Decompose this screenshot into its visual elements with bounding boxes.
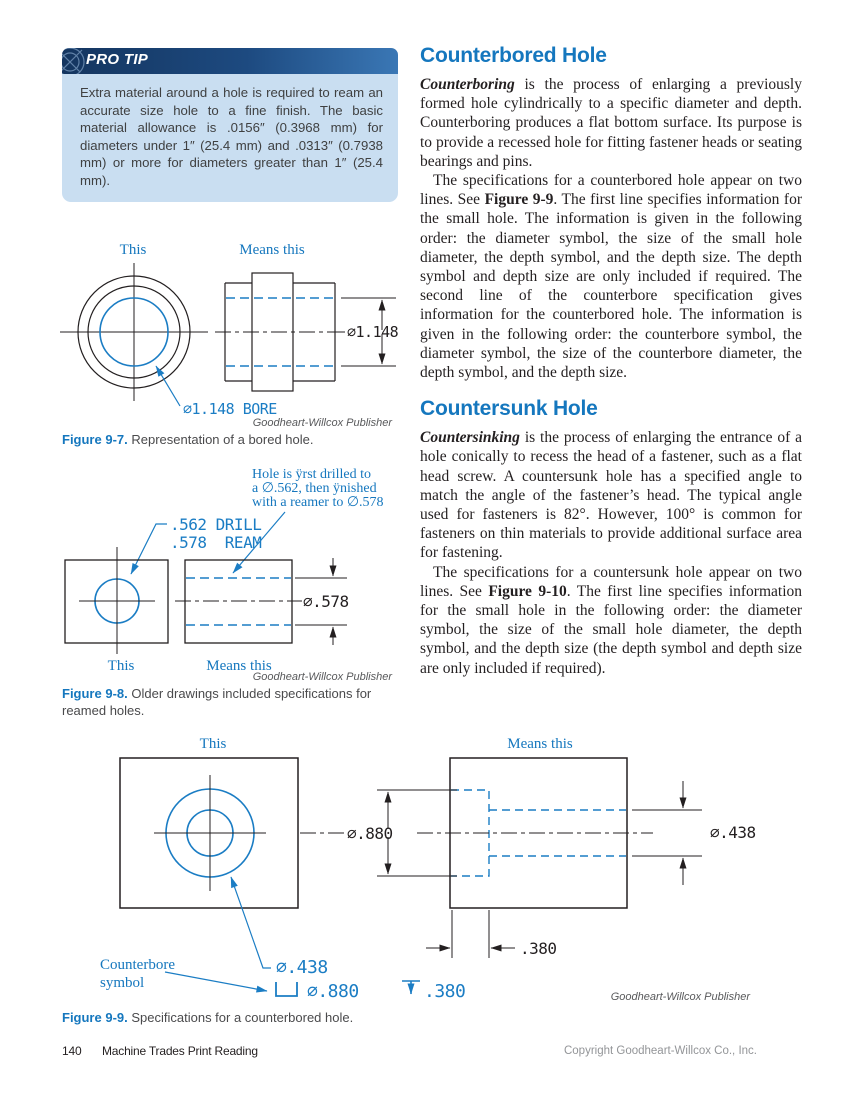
fig9-depth-text: .380: [520, 939, 557, 958]
fig7-credit: Goodheart-Willcox Publisher: [252, 417, 392, 429]
fig8-hidden-hole-lines: [186, 577, 291, 626]
svg-text:Hole is ÿrst drilled to: Hole is ÿrst drilled to: [252, 467, 371, 482]
heading-counterbored-hole: Counterbored Hole: [420, 44, 607, 67]
fig7-diameter-dimension: ∅1.148: [347, 323, 399, 341]
fig7-hidden-bore-lines: [226, 297, 334, 367]
counterbored-paragraph-1: Counterboring is the process of enlargin…: [420, 76, 802, 170]
fig7-bore-circle: [99, 297, 169, 367]
counterbore-symbol: [275, 982, 298, 997]
fig8-this-label: This: [108, 658, 135, 674]
figure-9-7-caption: Figure 9-7. Representation of a bored ho…: [62, 432, 314, 447]
figure-9-8-label: Figure 9-8.: [62, 686, 128, 701]
lead-term: Counterboring: [420, 76, 515, 93]
figure-9-7-drawing: This Means this ∅1.148 BORE ∅1.148: [60, 242, 399, 418]
fig8-diameter-dimension: ∅.578: [303, 592, 349, 611]
heading-countersunk-hole: Countersunk Hole: [420, 397, 598, 421]
fig7-bore-callout: ∅1.148 BORE: [183, 400, 277, 418]
fig7-this-label: This: [120, 242, 147, 258]
fig9-depth-dimension: [426, 910, 515, 958]
countersunk-paragraph-2: The specifications for a countersunk hol…: [420, 563, 803, 677]
fig9-front-view-outline: [119, 757, 299, 909]
pro-tip-banner: PRO TIP: [62, 48, 398, 74]
footer-left: 140 Machine Trades Print Reading: [62, 1044, 258, 1058]
fig7-front-view: [60, 263, 208, 401]
fig9-cbore-diameter-text: ∅.880: [347, 824, 393, 843]
svg-text:symbol: symbol: [100, 975, 144, 991]
footer-copyright: Copyright Goodheart-Willcox Co., Inc.: [563, 1045, 757, 1057]
pro-tip-box: PRO TIP Extra material around a hole is …: [62, 48, 398, 202]
article-column: Counterbored Hole Counterboring is the p…: [420, 44, 802, 678]
fig8-callout-leader: [130, 523, 167, 575]
fig8-means-this-label: Means this: [206, 658, 272, 674]
book-title: Machine Trades Print Reading: [102, 1044, 258, 1058]
page-number: 140: [62, 1044, 82, 1058]
counterbore-label-arrow: [164, 971, 268, 993]
fig9-spec-line1: ∅.438: [276, 957, 328, 978]
figure-9-10-reference: Figure 9-10: [488, 582, 567, 600]
counterbored-paragraph-2: The specifications for a counterbored ho…: [420, 172, 802, 382]
svg-text:with a reamer to ∅.578: with a reamer to ∅.578: [252, 495, 384, 510]
fig9-spec-line2-depth: .380: [424, 981, 465, 1002]
fig8-crosshair: [79, 547, 155, 654]
depth-symbol: [402, 980, 420, 995]
lead-term: Countersinking: [420, 429, 520, 447]
countersunk-paragraph-1: Countersinking is the process of enlargi…: [420, 429, 802, 562]
figure-9-8-drawing: Hole is ÿrst drilled to a ∅.562, then ÿn…: [64, 467, 384, 674]
figure-9-9-label: Figure 9-9.: [62, 1010, 128, 1025]
fig9-means-this-label: Means this: [507, 736, 573, 752]
pro-tip-text: Extra material around a hole is required…: [62, 74, 398, 202]
fig8-dimension: [295, 558, 347, 645]
compass-gear-icon: [62, 48, 85, 74]
counterbore-symbol-label: Counterbore symbol: [100, 957, 175, 991]
fig9-crosshair: [154, 775, 266, 891]
svg-text:a ∅.562, then ÿnished: a ∅.562, then ÿnished: [252, 481, 377, 496]
pro-tip-label: PRO TIP: [86, 51, 149, 68]
fig8-ream-callout: .578 REAM: [170, 533, 261, 552]
fig8-credit: Goodheart-Willcox Publisher: [252, 671, 392, 683]
fig7-means-this-label: Means this: [239, 242, 305, 258]
fig7-dimension: [339, 297, 396, 367]
figure-9-9-reference: Figure 9-9: [484, 191, 554, 209]
fig9-hole-dimension: [632, 781, 702, 885]
figure-9-9-drawing: This Means this ∅.438 ∅.880 .380 Counter…: [100, 736, 756, 1002]
fig8-note-arrow: [232, 511, 286, 574]
fig9-cbore-dimension: [377, 789, 457, 877]
figure-9-9-caption: Figure 9-9. Specifications for a counter…: [62, 1010, 354, 1025]
fig8-annotation-note: Hole is ÿrst drilled to a ∅.562, then ÿn…: [252, 467, 384, 510]
fig8-drill-callout: .562 DRILL: [170, 515, 261, 534]
figure-9-7-label: Figure 9-7.: [62, 432, 128, 447]
fig9-spec-line2-diameter: ∅.880: [307, 981, 359, 1002]
fig9-credit: Goodheart-Willcox Publisher: [610, 991, 750, 1003]
fig7-leader-arrow: [155, 365, 181, 407]
fig9-this-label: This: [200, 736, 227, 752]
fig9-spec-leader-arrow: [230, 876, 271, 969]
figure-9-8-caption: Figure 9-8. Older drawings included spec…: [62, 686, 372, 718]
svg-text:Counterbore: Counterbore: [100, 957, 175, 973]
fig9-hole-diameter-text: ∅.438: [710, 823, 756, 842]
